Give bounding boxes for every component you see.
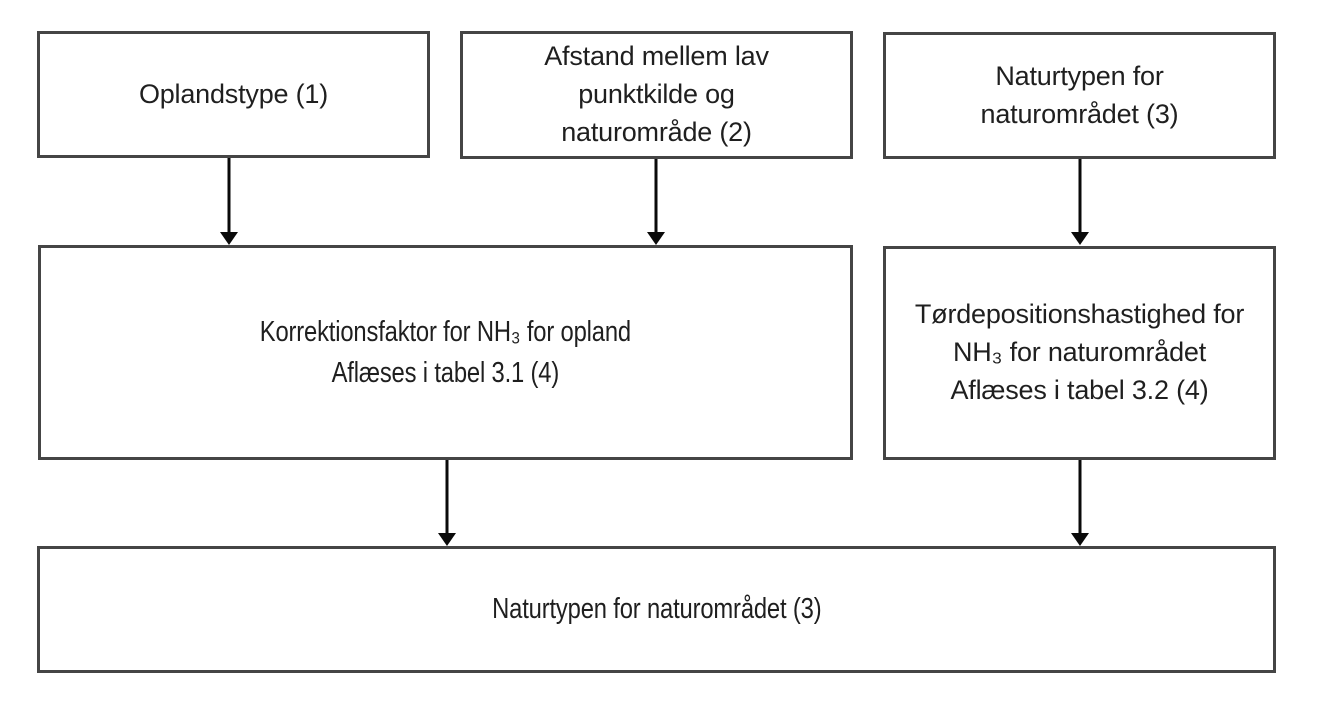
arrow-down-icon [1071, 232, 1089, 245]
box-korrektionsfaktor: Korrektionsfaktor for NH₃ for opland Afl… [38, 245, 853, 460]
arrow-down-icon [647, 232, 665, 245]
korrektionsfaktor-line2: Aflæses i tabel 3.1 (4) [331, 356, 560, 389]
arrow-stem [445, 460, 449, 535]
arrow-afstand-to-korrektionsfaktor [647, 159, 665, 245]
tordeposition-line2: Aflæses i tabel 3.2 (4) [950, 374, 1209, 405]
box-naturtype-bottom: Naturtypen for naturområdet (3) [37, 546, 1276, 673]
arrow-tordeposition-to-naturtype-bottom [1071, 460, 1089, 546]
box-naturtype-top: Naturtypen for naturområdet (3) [883, 32, 1276, 159]
arrow-stem [1078, 460, 1082, 535]
arrow-stem [1078, 159, 1082, 234]
box-korrektionsfaktor-label: Korrektionsfaktor for NH₃ for opland Afl… [260, 312, 631, 393]
tordeposition-line1: Tørdepositionshastighed for NH₃ for natu… [914, 299, 1245, 368]
arrow-down-icon [438, 533, 456, 546]
box-afstand-label: Afstand mellem lav punktkilde og naturom… [544, 41, 769, 147]
box-oplandstype: Oplandstype (1) [37, 31, 430, 158]
arrow-korrektionsfaktor-to-naturtype-bottom [438, 460, 456, 546]
box-naturtype-top-label: Naturtypen for naturområdet (3) [980, 60, 1179, 129]
arrow-oplandstype-to-korrektionsfaktor [220, 158, 238, 245]
box-afstand-punktkilde: Afstand mellem lav punktkilde og naturom… [460, 31, 853, 159]
arrow-stem [227, 158, 231, 234]
arrow-naturtype-to-tordeposition [1071, 159, 1089, 245]
box-tordeposition: Tørdepositionshastighed for NH₃ for natu… [883, 246, 1276, 460]
box-tordeposition-label: Tørdepositionshastighed for NH₃ for natu… [900, 296, 1259, 409]
arrow-stem [654, 159, 658, 234]
arrow-down-icon [220, 232, 238, 245]
korrektionsfaktor-line1: Korrektionsfaktor for NH₃ for opland [259, 315, 632, 348]
box-oplandstype-label: Oplandstype (1) [138, 78, 329, 109]
box-naturtype-bottom-label: Naturtypen for naturområdet (3) [491, 593, 822, 626]
arrow-down-icon [1071, 533, 1089, 546]
